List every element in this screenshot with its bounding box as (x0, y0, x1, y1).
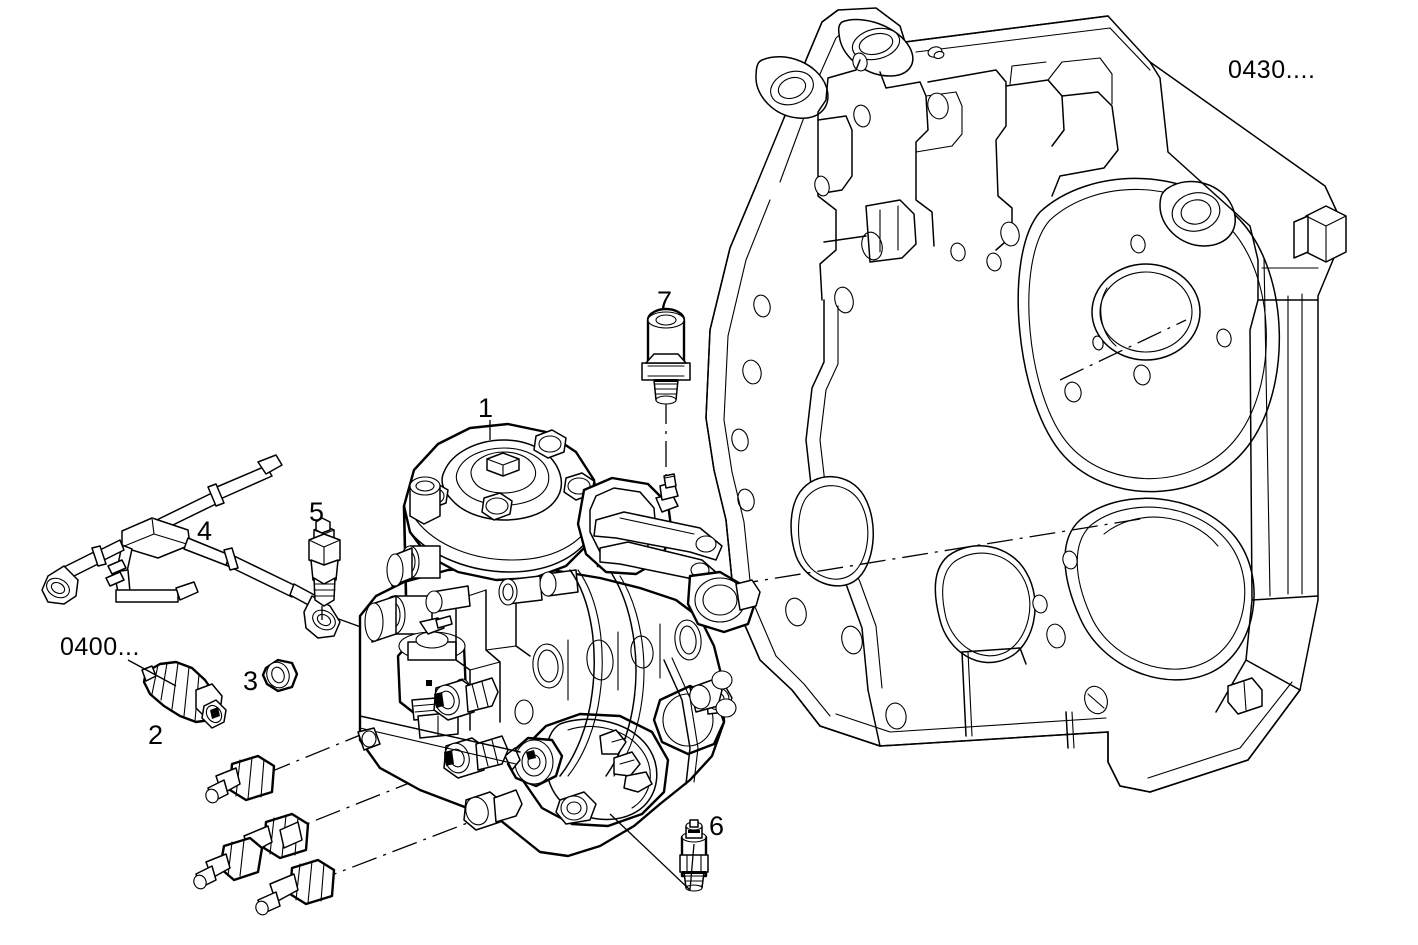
injection-line-fittings (193, 754, 336, 916)
callout-item-4: 4 (197, 516, 213, 546)
leader-0400 (127, 659, 177, 687)
reference-label-0430: 0430.... (1228, 56, 1316, 84)
callout-item-5: 5 (309, 497, 325, 527)
callout-item-1: 1 (478, 393, 494, 423)
part-1-fuel-injection-pump (357, 422, 761, 858)
leader-lines (127, 420, 695, 891)
part-2-temperature-sender-switch (141, 660, 227, 729)
leader-6 (609, 813, 691, 891)
callout-item-7: 7 (657, 286, 673, 316)
part-3-nut (261, 658, 299, 693)
part-7-pressure-sensor-plug (641, 307, 691, 405)
part-4-fuel-leak-off-line (41, 454, 341, 639)
centerline-housing-bore (1059, 319, 1187, 381)
callout-item-2: 2 (148, 720, 164, 750)
part-6-hollow-screw-valve (679, 819, 709, 892)
centerline-pump-axis (689, 517, 1147, 593)
reference-label-0400: 0400... (60, 633, 140, 661)
timing-gear-housing (705, 7, 1347, 793)
callout-item-3: 3 (243, 666, 259, 696)
delivery-valve-holders (433, 677, 523, 831)
part-5-banjo-bolt-fitting (308, 517, 341, 620)
leader-6-b (689, 843, 695, 891)
callout-item-6: 6 (709, 811, 725, 841)
